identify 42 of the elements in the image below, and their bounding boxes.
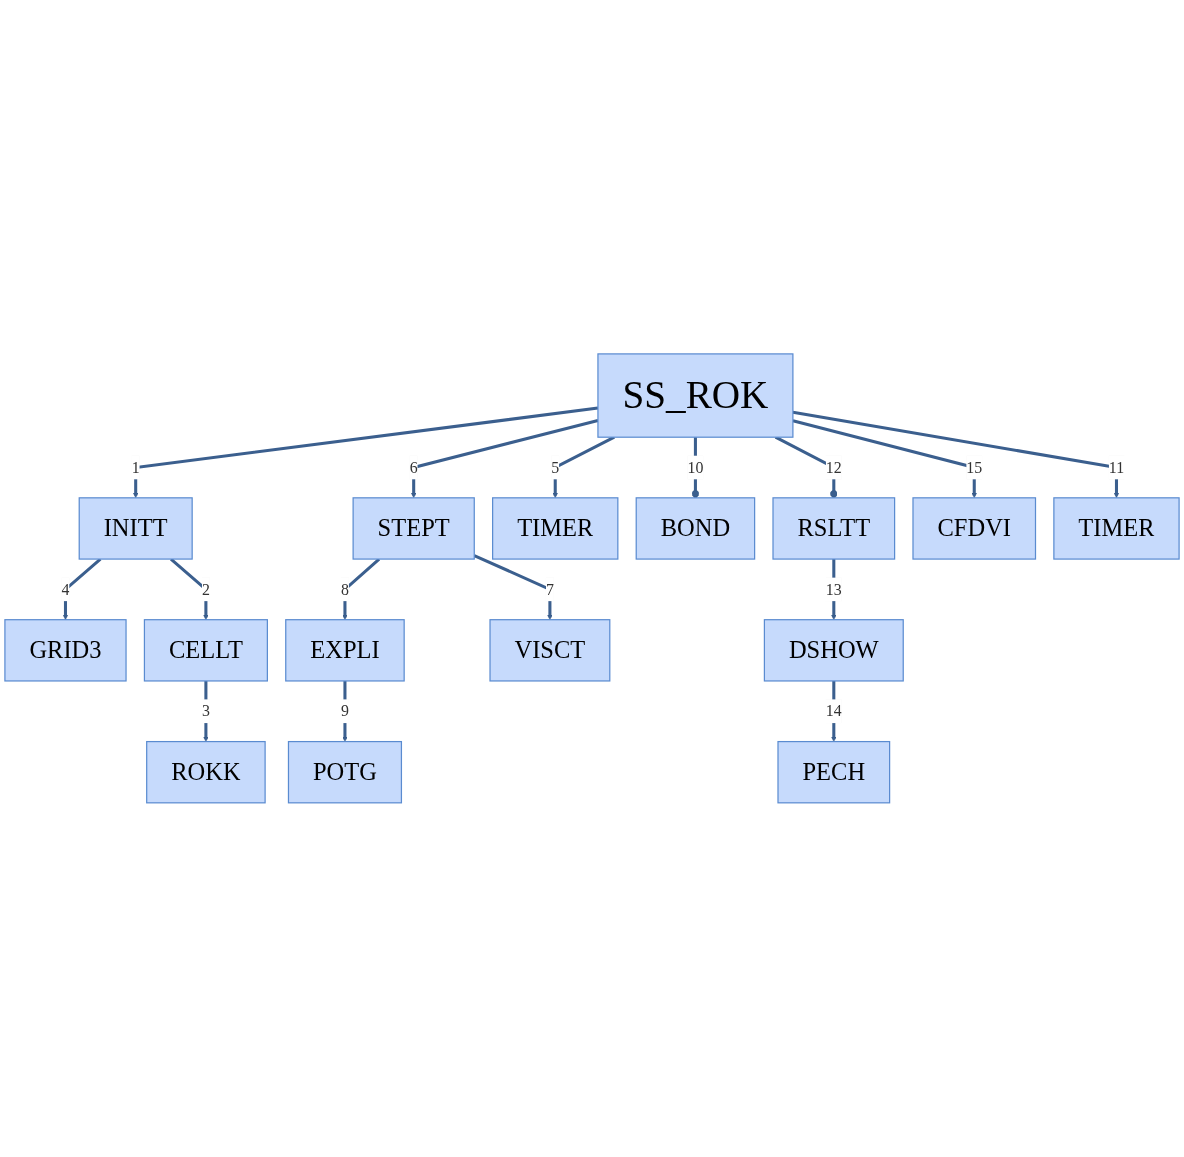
node-box: SS_ROK — [597, 353, 794, 438]
connector — [691, 437, 700, 498]
arrow — [831, 681, 837, 742]
arrow — [169, 558, 209, 621]
edge-label: 12 — [825, 458, 842, 477]
node-box: GRID3 — [4, 619, 127, 682]
edge-label: 3 — [201, 702, 210, 721]
arrow — [203, 681, 209, 742]
arrow — [831, 559, 837, 621]
edge-label: 4 — [61, 580, 70, 599]
arrow — [342, 558, 381, 621]
node-box: DSHOW — [763, 619, 904, 682]
edge-label: 5 — [551, 458, 560, 477]
arrow — [342, 681, 348, 742]
arrow — [473, 554, 553, 621]
node-box: PECH — [777, 741, 891, 804]
edge-label: 6 — [409, 458, 418, 477]
edge-label: 2 — [201, 580, 210, 599]
arrow — [792, 410, 1120, 499]
edge-label: 7 — [545, 580, 554, 599]
node-box: CELLT — [143, 619, 268, 682]
node-box: CFDVI — [912, 497, 1037, 560]
edge-label: 11 — [1108, 458, 1125, 477]
arrow — [62, 558, 102, 621]
node-box: INITT — [78, 497, 193, 560]
edge-label: 14 — [825, 702, 842, 721]
edge-label: 10 — [687, 458, 704, 477]
node-box: POTG — [287, 741, 403, 804]
edge-label: 9 — [340, 702, 349, 721]
node-box: BOND — [635, 497, 756, 560]
node-box: TIMER — [1053, 497, 1180, 560]
edge-label: 15 — [966, 458, 983, 477]
edge-label: 13 — [825, 580, 842, 599]
node-box: TIMER — [492, 497, 619, 560]
node-box: RSLTT — [772, 497, 896, 560]
edge-label: 1 — [131, 458, 140, 477]
arrow — [792, 419, 977, 499]
node-box: EXPLI — [285, 619, 405, 682]
node-box: STEPT — [352, 497, 475, 560]
node-box: ROKK — [146, 741, 266, 804]
edge-label: 8 — [340, 580, 349, 599]
node-box: VISCT — [489, 619, 611, 682]
